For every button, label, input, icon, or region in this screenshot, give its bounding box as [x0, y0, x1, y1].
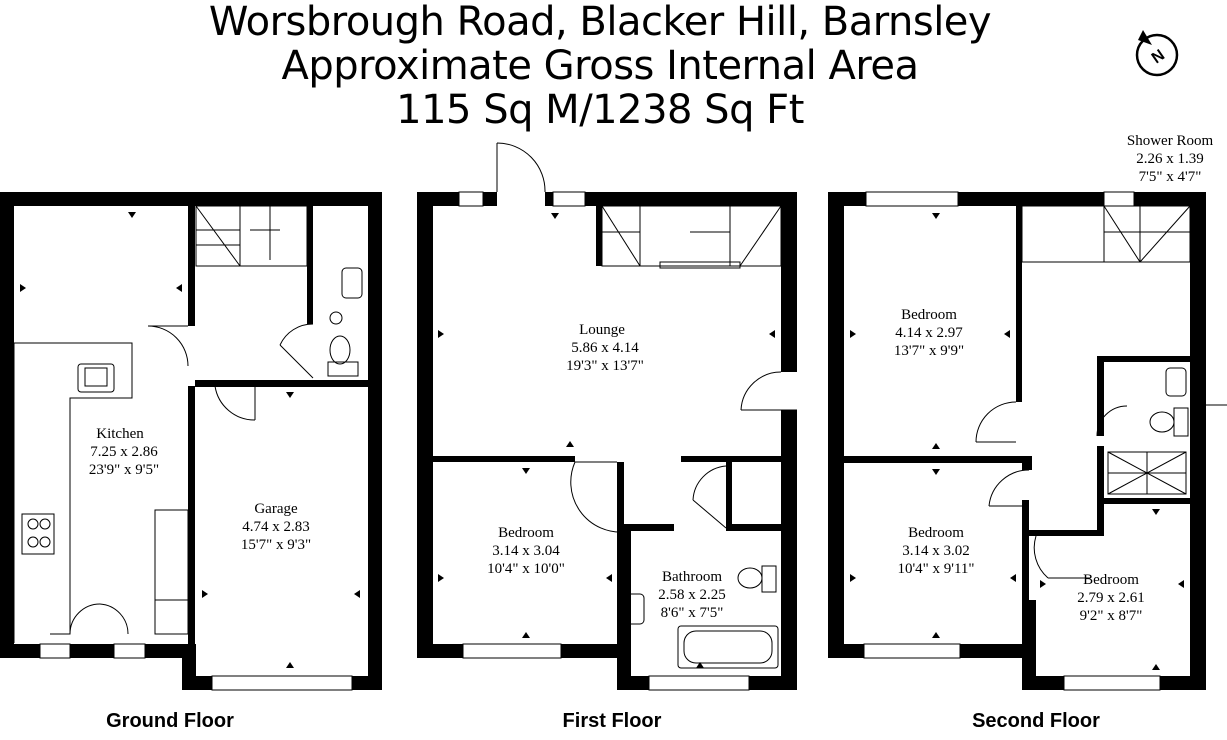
shower-room-metric: 2.26 x 1.39: [1136, 151, 1204, 167]
north-compass-icon: N: [1135, 30, 1179, 77]
lounge-name: Lounge: [579, 322, 625, 338]
bedroom-second-right-imperial: 9'2" x 8'7": [1080, 608, 1143, 624]
title-address: Worsbrough Road, Blacker Hill, Barnsley: [208, 0, 992, 45]
ground-floor-label: Ground Floor: [106, 710, 234, 732]
bedroom-second-left-name: Bedroom: [908, 525, 964, 541]
bedroom-first-floor-name: Bedroom: [498, 525, 554, 541]
lounge-metric: 5.86 x 4.14: [571, 340, 639, 356]
bedroom-second-right-metric: 2.79 x 2.61: [1077, 590, 1145, 606]
kitchen-name: Kitchen: [96, 426, 144, 442]
bedroom-second-top-name: Bedroom: [901, 307, 957, 323]
bathroom-name: Bathroom: [662, 569, 722, 585]
first-floor-plan: Lounge 5.86 x 4.14 19'3" x 13'7" Bedroom…: [417, 142, 797, 691]
second-floor-label: Second Floor: [972, 710, 1100, 732]
garage-name: Garage: [254, 501, 298, 517]
kitchen-imperial: 23'9" x 9'5": [89, 462, 159, 478]
title-block: Worsbrough Road, Blacker Hill, Barnsley …: [0, 0, 1200, 132]
garage-metric: 4.74 x 2.83: [242, 519, 310, 535]
second-floor-plan: Bedroom 4.14 x 2.97 13'7" x 9'9" Bedroom…: [828, 133, 1227, 691]
bedroom-second-left-metric: 3.14 x 3.02: [902, 543, 970, 559]
bathroom-metric: 2.58 x 2.25: [658, 587, 726, 603]
bedroom-second-top-metric: 4.14 x 2.97: [895, 325, 963, 341]
garage-imperial: 15'7" x 9'3": [241, 537, 311, 553]
shower-room-imperial: 7'5" x 4'7": [1139, 169, 1202, 185]
compass-letter: N: [1149, 47, 1168, 68]
bedroom-second-left-imperial: 10'4" x 9'11": [897, 561, 974, 577]
first-floor-label: First Floor: [563, 710, 662, 732]
shower-room-name: Shower Room: [1127, 133, 1214, 149]
lounge-imperial: 19'3" x 13'7": [566, 358, 644, 374]
bedroom-first-floor-metric: 3.14 x 3.04: [492, 543, 560, 559]
ground-floor-plan: Kitchen 7.25 x 2.86 23'9" x 9'5" Garage …: [0, 192, 382, 691]
bedroom-second-right-name: Bedroom: [1083, 572, 1139, 588]
title-area-value: 115 Sq M/1238 Sq Ft: [396, 87, 804, 133]
kitchen-metric: 7.25 x 2.86: [90, 444, 158, 460]
bedroom-second-top-imperial: 13'7" x 9'9": [894, 343, 964, 359]
bathroom-imperial: 8'6" x 7'5": [661, 605, 724, 621]
bedroom-first-floor-imperial: 10'4" x 10'0": [487, 561, 565, 577]
title-area-caption: Approximate Gross Internal Area: [281, 43, 919, 89]
